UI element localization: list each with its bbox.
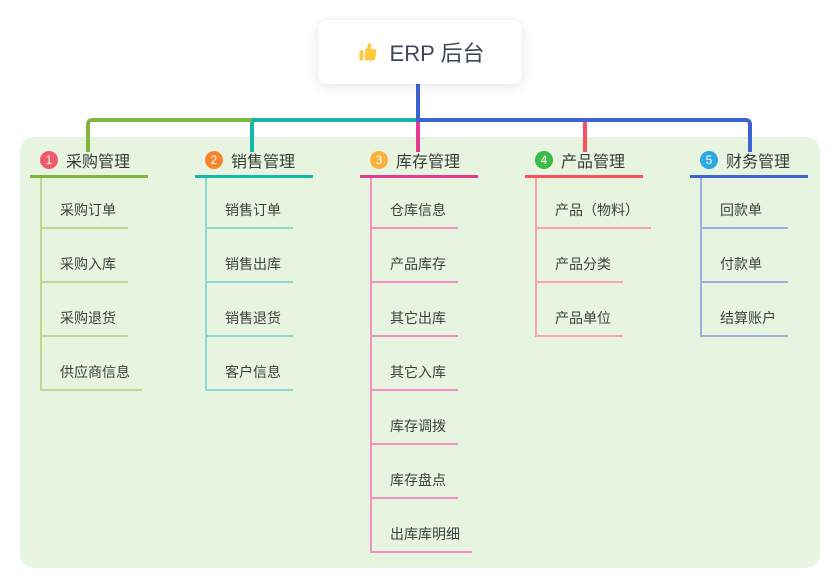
branch-drop-2 bbox=[250, 122, 254, 152]
child-node[interactable]: 出库库明细 bbox=[372, 499, 472, 553]
branches-panel bbox=[20, 137, 820, 568]
branch-title-label: 销售管理 bbox=[231, 153, 296, 171]
branch-title-label: 库存管理 bbox=[396, 153, 461, 171]
child-node[interactable]: 采购订单 bbox=[42, 178, 128, 229]
child-node[interactable]: 客户信息 bbox=[207, 337, 293, 391]
branch-number-badge: 3 bbox=[370, 150, 388, 169]
branch-children: 产品（物料）产品分类产品单位 bbox=[535, 178, 651, 337]
root-connector bbox=[416, 84, 420, 122]
child-node[interactable]: 采购入库 bbox=[42, 229, 128, 283]
child-node[interactable]: 产品分类 bbox=[537, 229, 623, 283]
branch-number-badge: 1 bbox=[40, 150, 58, 169]
bus-segment-right bbox=[416, 118, 752, 152]
branch-3: 3 库存管理仓库信息产品库存其它出库其它入库库存调拨库存盘点出库库明细 bbox=[360, 144, 478, 553]
branch-drop-3 bbox=[416, 122, 420, 152]
branch-number-badge: 5 bbox=[700, 150, 718, 169]
child-node[interactable]: 结算账户 bbox=[702, 283, 788, 337]
branch-number-badge: 2 bbox=[205, 150, 223, 169]
branch-2: 2 销售管理销售订单销售出库销售退货客户信息 bbox=[195, 144, 313, 391]
child-node[interactable]: 库存调拨 bbox=[372, 391, 458, 445]
branch-title-4[interactable]: 4 产品管理 bbox=[525, 144, 643, 178]
root-node[interactable]: ERP 后台 bbox=[318, 20, 522, 84]
child-node[interactable]: 产品单位 bbox=[537, 283, 623, 337]
child-node[interactable]: 销售订单 bbox=[207, 178, 293, 229]
child-node[interactable]: 付款单 bbox=[702, 229, 788, 283]
branch-title-5[interactable]: 5 财务管理 bbox=[690, 144, 808, 178]
child-node[interactable]: 回款单 bbox=[702, 178, 788, 229]
child-node[interactable]: 销售退货 bbox=[207, 283, 293, 337]
branch-children: 仓库信息产品库存其它出库其它入库库存调拨库存盘点出库库明细 bbox=[370, 178, 478, 553]
branch-title-2[interactable]: 2 销售管理 bbox=[195, 144, 313, 178]
child-node[interactable]: 库存盘点 bbox=[372, 445, 458, 499]
branch-title-label: 财务管理 bbox=[726, 153, 791, 171]
root-node-title: ERP 后台 bbox=[389, 41, 485, 66]
child-node[interactable]: 产品库存 bbox=[372, 229, 458, 283]
child-node[interactable]: 产品（物料） bbox=[537, 178, 651, 229]
branch-4: 4 产品管理产品（物料）产品分类产品单位 bbox=[525, 144, 651, 337]
branch-title-label: 产品管理 bbox=[561, 153, 626, 171]
branch-drop-4 bbox=[583, 122, 587, 152]
child-node[interactable]: 仓库信息 bbox=[372, 178, 458, 229]
branch-number-badge: 4 bbox=[535, 150, 553, 169]
branch-1: 1 采购管理采购订单采购入库采购退货供应商信息 bbox=[30, 144, 148, 391]
thumbs-up-icon bbox=[356, 40, 380, 64]
child-node[interactable]: 销售出库 bbox=[207, 229, 293, 283]
branch-5: 5 财务管理回款单付款单结算账户 bbox=[690, 144, 808, 337]
branch-children: 销售订单销售出库销售退货客户信息 bbox=[205, 178, 313, 391]
bus-segment-mid bbox=[252, 118, 418, 122]
branch-title-1[interactable]: 1 采购管理 bbox=[30, 144, 148, 178]
child-node[interactable]: 供应商信息 bbox=[42, 337, 142, 391]
branch-children: 采购订单采购入库采购退货供应商信息 bbox=[40, 178, 148, 391]
child-node[interactable]: 其它入库 bbox=[372, 337, 458, 391]
bus-segment-left bbox=[86, 118, 252, 152]
branch-children: 回款单付款单结算账户 bbox=[700, 178, 808, 337]
branch-title-label: 采购管理 bbox=[66, 153, 131, 171]
child-node[interactable]: 其它出库 bbox=[372, 283, 458, 337]
child-node[interactable]: 采购退货 bbox=[42, 283, 128, 337]
branch-title-3[interactable]: 3 库存管理 bbox=[360, 144, 478, 178]
